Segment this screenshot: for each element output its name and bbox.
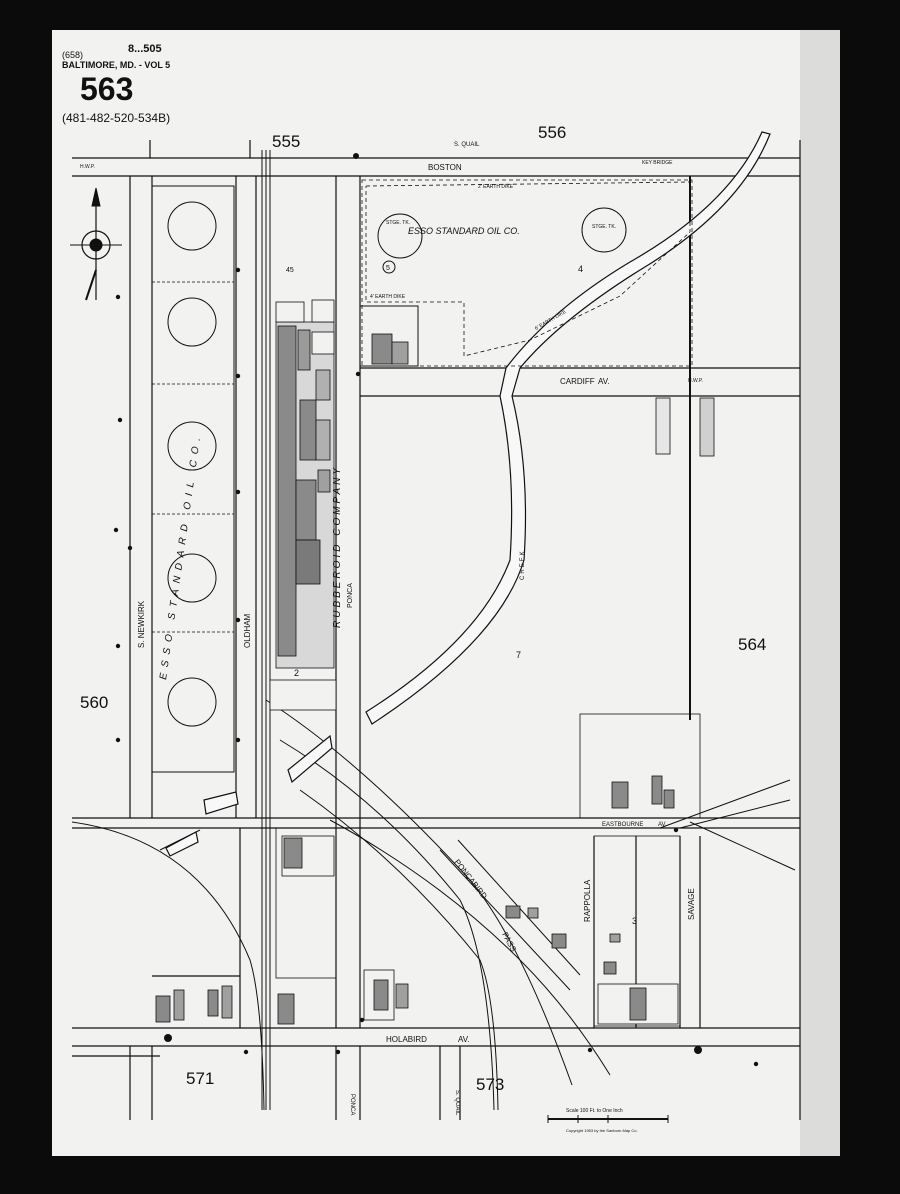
street-cardiff-suffix: AV. <box>598 377 610 386</box>
top-scribble: 8...505 <box>128 43 162 55</box>
city-volume: BALTIMORE, MD. - VOL 5 <box>62 60 170 70</box>
railroad-tracks <box>71 150 796 1111</box>
storage-tank <box>167 421 217 471</box>
earth-dike-2: 4' EARTH DIKE <box>370 294 406 300</box>
ref-code: (658) <box>62 50 83 60</box>
adjacent-sheet-573: 573 <box>476 1075 504 1094</box>
street-key-bridge: KEY BRIDGE <box>642 160 673 166</box>
storage-tank <box>167 201 217 251</box>
street-pass: PASS <box>500 931 518 954</box>
sheet-edge <box>800 30 840 1156</box>
street-s-quail-top: S. QUAIL <box>454 142 480 148</box>
stge-tk-1: STGE. TK. <box>386 220 410 226</box>
storage-tank <box>167 297 217 347</box>
creek-label: CREEK <box>520 549 526 580</box>
street-savage: SAVAGE <box>687 888 696 920</box>
street-holabird: HOLABIRD <box>386 1035 427 1044</box>
street-s-newkirk: S. NEWKIRK <box>137 600 146 648</box>
rubberoid-plant <box>269 299 337 711</box>
creek <box>165 131 771 857</box>
street-lines <box>72 140 801 1120</box>
adjacent-sheet-555: 555 <box>272 132 300 151</box>
copyright: Copyright 1953 by the Sanborn Map Co. <box>566 1128 638 1133</box>
street-eastbourne-suffix: AV. <box>658 822 667 828</box>
rubberoid-label: RUBBEROID COMPANY <box>332 465 343 628</box>
adjacent-sheet-564: 564 <box>738 635 766 654</box>
street-s-quail-bottom: S. QUAIL <box>454 1090 460 1116</box>
lot-3: 3 <box>632 916 637 926</box>
lot-5: 5 <box>386 265 390 272</box>
compass-rose-icon <box>70 187 122 301</box>
street-oldham: OLDHAM <box>243 613 252 648</box>
lot-2: 2 <box>294 668 299 678</box>
street-rappolla: RAPPOLLA <box>583 879 592 922</box>
street-ponca-bottom: PONCA <box>349 1094 355 1115</box>
adjacent-sheet-571: 571 <box>186 1069 214 1088</box>
street-poncabird: PONCABIRD <box>452 858 489 901</box>
storage-tank <box>167 677 217 727</box>
hydrant-markers <box>113 153 759 1067</box>
earth-dike-1: 2' EARTH DIKE <box>478 184 514 190</box>
hwp-2: H.W.P. <box>688 378 703 384</box>
scale-bar <box>547 1115 669 1123</box>
lot-4: 4 <box>578 264 583 274</box>
street-cardiff: CARDIFF <box>560 377 595 386</box>
street-boston: BOSTON <box>428 163 462 172</box>
lot-45: 45 <box>286 267 294 274</box>
adjacent-sheets-ref: (481-482-520-534B) <box>62 111 170 125</box>
street-eastbourne: EASTBOURNE <box>602 822 643 828</box>
storage-tank <box>581 207 627 253</box>
esso-label-top: ESSO STANDARD OIL CO. <box>408 226 520 236</box>
esso-property-top <box>359 179 693 367</box>
esso-tank-farm-left <box>151 185 235 773</box>
buildings <box>155 333 715 1027</box>
street-ponca: PONCA <box>347 583 354 608</box>
stge-tk-2: STGE. TK. <box>592 224 616 230</box>
scale-text: Scale 100 Ft. to One Inch <box>566 1108 623 1114</box>
adjacent-sheet-556: 556 <box>538 123 566 142</box>
hwp-1: H.W.P. <box>80 164 95 170</box>
storage-tank <box>167 553 217 603</box>
adjacent-sheet-560: 560 <box>80 693 108 712</box>
sheet-number: 563 <box>80 71 133 107</box>
storage-tank <box>377 213 423 259</box>
street-holabird-suffix: AV. <box>458 1035 470 1044</box>
esso-label-vertical: ESSO STANDARD OIL CO. <box>158 431 204 680</box>
lot-7: 7 <box>516 650 521 660</box>
